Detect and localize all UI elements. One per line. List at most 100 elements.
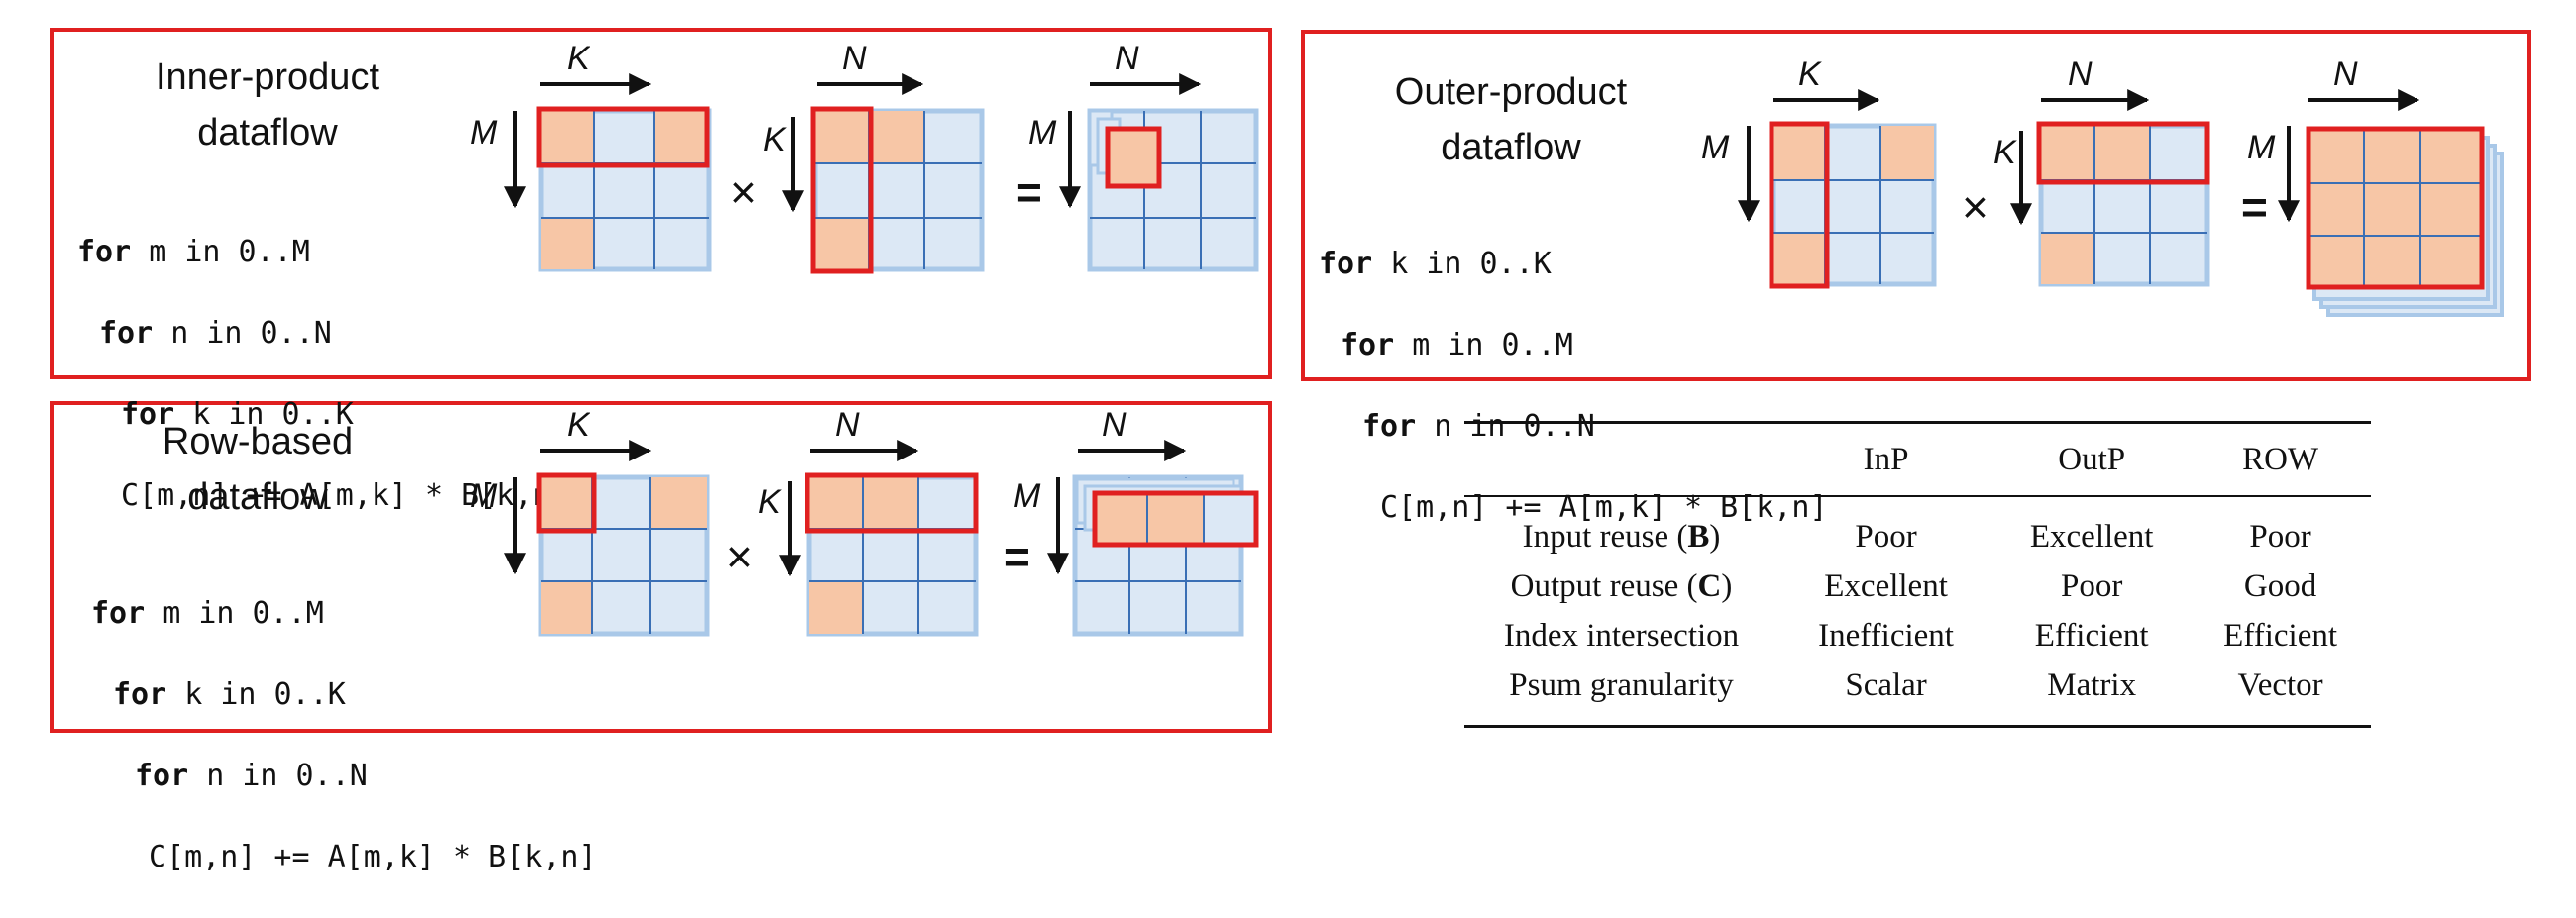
grid-lines: [809, 477, 976, 634]
table-row: Output reuse (C) Excellent Poor Good: [1464, 561, 2371, 611]
highlight-cell: [1147, 493, 1204, 545]
highlight-cell: [809, 581, 863, 634]
row-label: Input reuse (B): [1522, 518, 1721, 555]
code-line: C[m,n] += A[m,k] * B[k,n]: [149, 840, 596, 874]
outer-product-code: for k in 0..K for m in 0..M for n in 0..…: [1319, 203, 1828, 568]
code-line: for n in 0..N: [99, 316, 332, 351]
times-operator: ×: [730, 166, 757, 218]
highlight-cell: [541, 218, 594, 269]
m-label: M: [470, 114, 498, 152]
outer-matrix-c: [2306, 126, 2504, 317]
inner-matrix-b: [810, 106, 985, 274]
outer-product-panel: [1301, 30, 2531, 381]
table-cell: Inefficient: [1818, 617, 1954, 654]
highlight-cell: [541, 581, 592, 634]
code-line: for n in 0..N: [1362, 409, 1595, 444]
table-cell: Vector: [2237, 666, 2323, 703]
table-cell: Good: [2243, 567, 2317, 604]
row-label: Output reuse (C): [1510, 567, 1733, 604]
row-matrix-b: [805, 472, 979, 637]
grid-lines: [1090, 111, 1256, 269]
n-label: N: [2333, 55, 2358, 93]
k-label: K: [1993, 134, 2017, 171]
inner-product-title: Inner-product dataflow: [99, 50, 436, 160]
grid-lines: [541, 477, 707, 634]
equals-operator: =: [1004, 531, 1030, 582]
highlight-cell: [654, 111, 709, 163]
title-line: Outer-product: [1394, 71, 1628, 113]
title-line: dataflow: [197, 112, 338, 153]
code-line: for m in 0..M: [1341, 328, 1573, 362]
table-header: ROW: [2242, 441, 2319, 477]
n-label: N: [835, 406, 860, 444]
table-cell: Efficient: [2034, 617, 2149, 654]
row-matrix-a: [536, 472, 710, 637]
grid-lines: [1075, 477, 1241, 634]
table-cell: Poor: [1855, 518, 1917, 555]
title-line: Row-based: [161, 421, 354, 462]
row-label: Index intersection: [1503, 617, 1740, 654]
selection-box: [805, 472, 979, 534]
grid-lines: [2308, 129, 2482, 287]
highlight-cell: [2041, 126, 2094, 180]
row-based-panel: [50, 401, 1272, 733]
row-matrix-c: [1072, 474, 1259, 637]
inner-product-panel: [50, 28, 1272, 379]
inner-matrix-a: [536, 106, 712, 272]
table-row: Index intersection Inefficient Efficient…: [1464, 611, 2371, 661]
n-label: N: [842, 40, 867, 77]
table-row: Input reuse (B) Poor Excellent Poor: [1464, 496, 2371, 561]
plain-cell: [1204, 493, 1256, 545]
highlight-cell: [2041, 233, 2094, 284]
highlight-cell: [1095, 493, 1147, 545]
k-label: K: [758, 483, 782, 521]
selection-box: [2306, 126, 2485, 290]
highlight-matrix: [2308, 129, 2482, 287]
row-based-title: Row-based dataflow: [89, 414, 426, 525]
selection-box: [1092, 490, 1259, 548]
highlight-cell: [815, 218, 869, 269]
n-label: N: [1102, 406, 1127, 444]
selection-box: [810, 106, 874, 274]
code-line: for k in 0..K: [121, 397, 354, 432]
table-header: OutP: [2058, 441, 2126, 477]
highlight-cell: [1880, 126, 1934, 180]
times-operator: ×: [726, 531, 753, 582]
table-cell: Matrix: [2047, 666, 2137, 703]
table-cell: Excellent: [1824, 567, 1948, 604]
k-label: K: [567, 406, 590, 444]
highlight-cell: [869, 111, 924, 163]
m-label: M: [1013, 477, 1041, 515]
code-line: for k in 0..K: [1319, 247, 1552, 281]
selection-box: [1105, 126, 1162, 189]
highlight-cell: [815, 111, 869, 163]
grid-lines: [541, 111, 709, 269]
outer-matrix-a: [1769, 121, 1937, 289]
n-label: N: [2068, 55, 2093, 93]
selection-box: [1769, 121, 1830, 289]
highlight-cell: [650, 477, 707, 529]
table-cell: Scalar: [1845, 666, 1927, 703]
code-line: C[m,n] += A[m,k] * B[k,n]: [121, 478, 569, 513]
table-cell: Poor: [2249, 518, 2311, 555]
m-label: M: [2247, 129, 2276, 166]
selection-box: [536, 472, 597, 534]
k-label: K: [763, 121, 787, 158]
outer-product-title: Outer-product dataflow: [1342, 64, 1679, 175]
m-label: M: [470, 477, 498, 515]
table-header-row: InP OutP ROW: [1464, 422, 2371, 497]
table-header: [1464, 423, 1778, 497]
grid-lines: [1146, 493, 1205, 545]
code-line: for m in 0..M: [77, 235, 310, 269]
k-label: K: [1798, 55, 1822, 93]
dataflow-diagrams: K M × K N = M N K M × K N = M: [470, 40, 2504, 637]
k-label: K: [567, 40, 590, 77]
highlight-cell: [541, 111, 594, 163]
code-line: C[m,n] += A[m,k] * B[k,n]: [1380, 490, 1828, 525]
dataflow-comparison-table: InP OutP ROW Input reuse (B) Poor Excell…: [1464, 421, 2371, 728]
highlight-cell: [1773, 126, 1825, 180]
outer-matrix-b: [2036, 121, 2210, 287]
highlight-cell: [809, 477, 863, 529]
grid-lines: [2041, 126, 2207, 284]
table-header: InP: [1863, 441, 1909, 477]
